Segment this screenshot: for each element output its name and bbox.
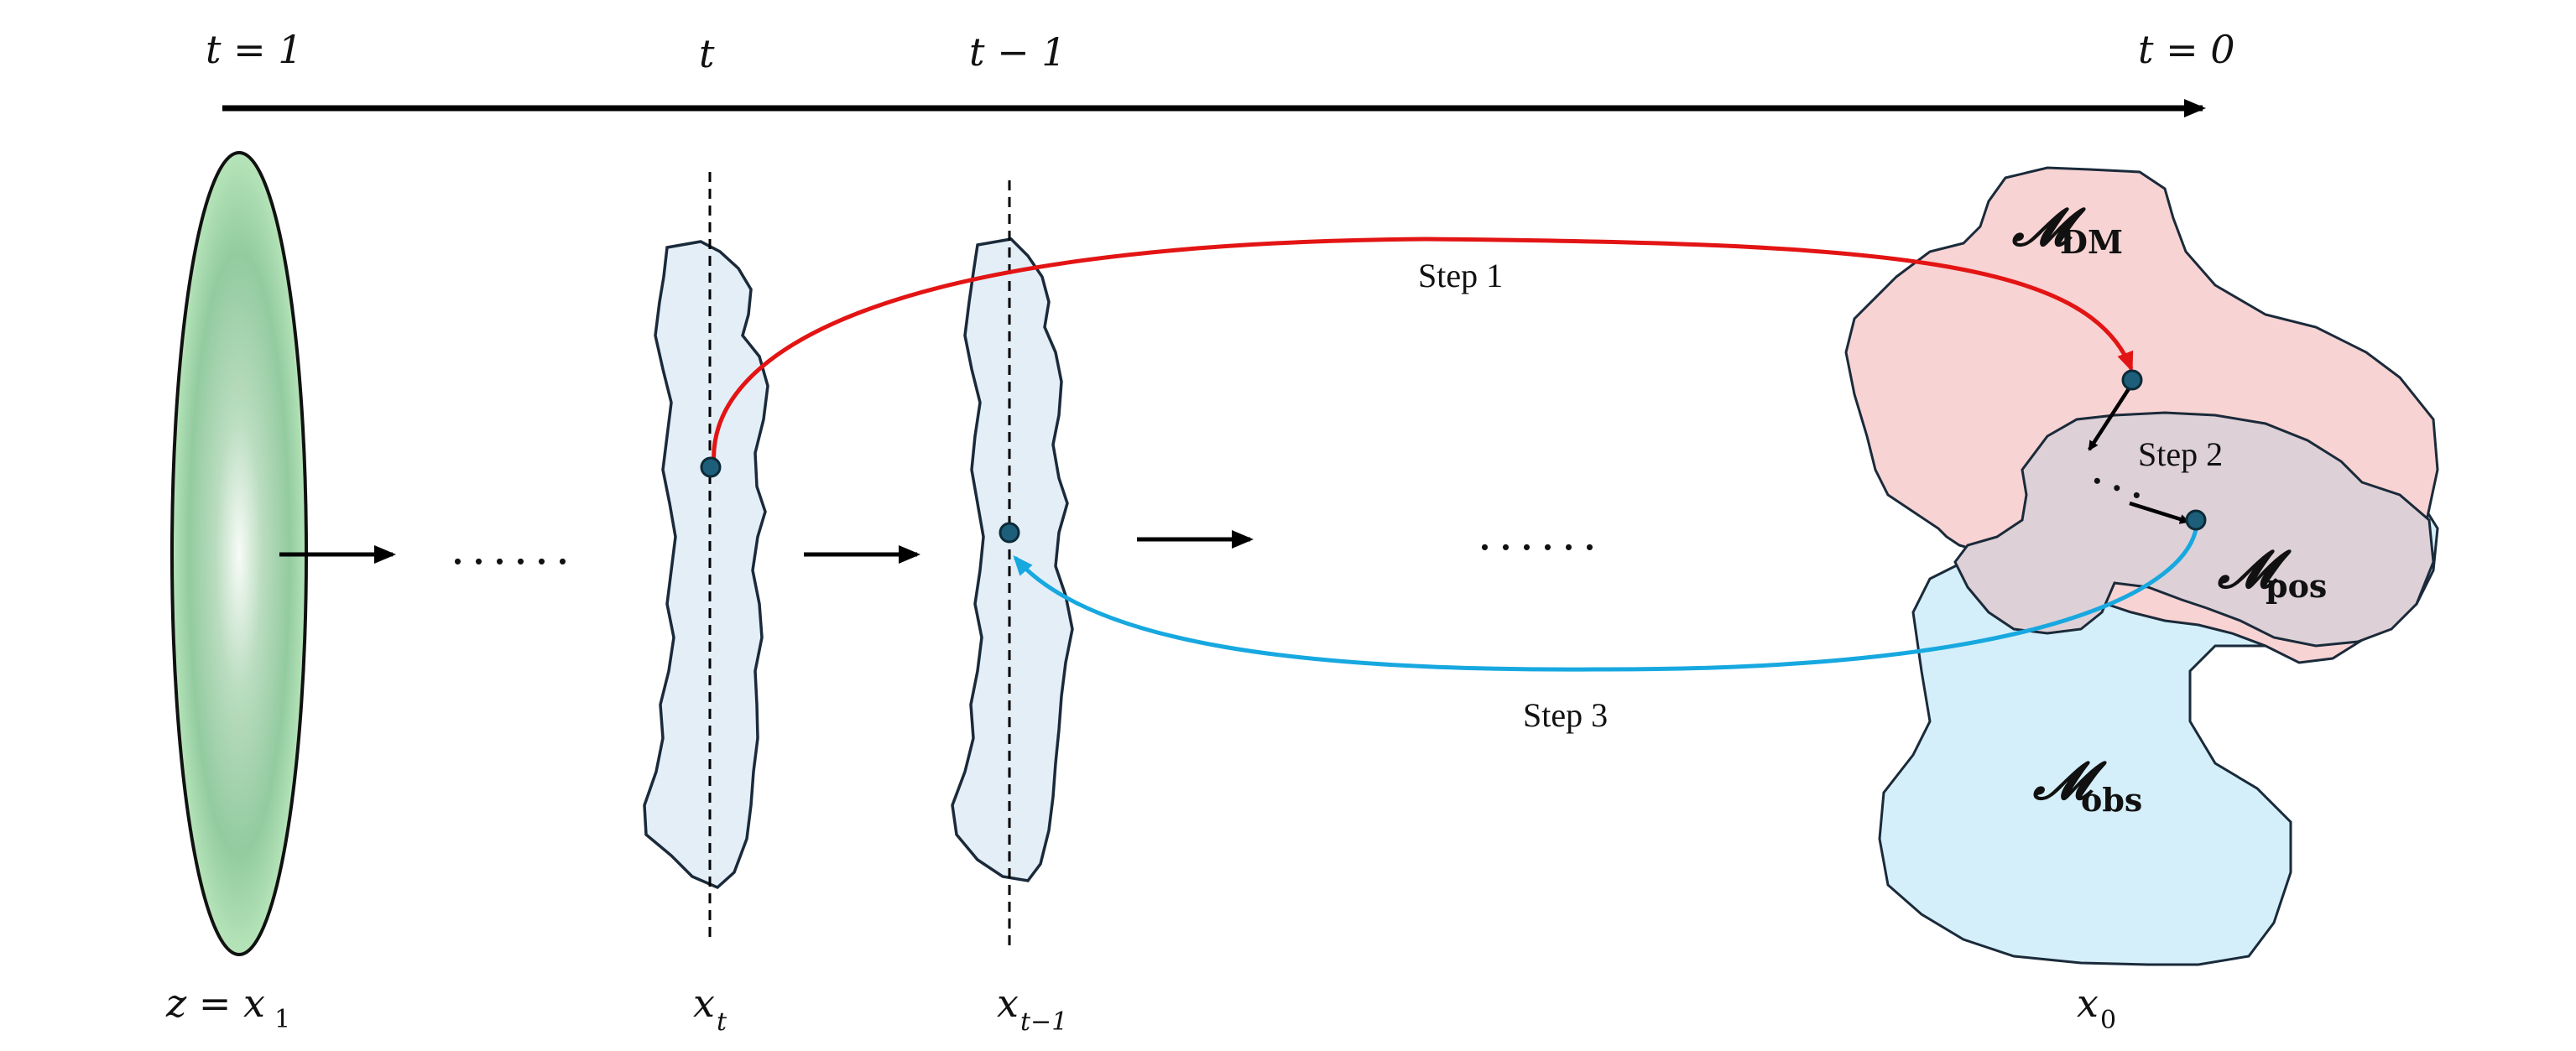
step2-arrow-down [2088, 386, 2131, 451]
step2-arrow-right [2129, 501, 2190, 524]
node-dm [2121, 369, 2143, 391]
timeline-label-tm1: t − 1 [969, 29, 1066, 75]
node-xtm1 [999, 522, 1020, 544]
svg-text:obs: obs [2081, 781, 2142, 819]
label-z-x1: z = x 1 [165, 981, 290, 1034]
timeline-label-t0: t = 0 [2138, 27, 2235, 72]
svg-text:z = x: z = x [165, 981, 265, 1026]
node-pos [2185, 509, 2207, 531]
label-x0: x 0 [2077, 981, 2116, 1035]
svg-text:1: 1 [274, 1005, 290, 1034]
svg-text:x: x [693, 981, 715, 1026]
step1-arrow [712, 237, 2134, 467]
slab-xt [643, 240, 769, 890]
svg-text:t: t [717, 1007, 727, 1037]
step3-arrow [1013, 523, 2199, 672]
step3-label: Step 3 [1523, 696, 1608, 734]
ellipsis-middle: ...... [1478, 505, 1604, 560]
svg-text:x: x [997, 981, 1019, 1026]
step1-label: Step 1 [1418, 257, 1503, 294]
timeline-label-t1: t = 1 [206, 27, 303, 72]
svg-text:DM: DM [2060, 223, 2123, 261]
ellipsis-left: ...... [451, 519, 577, 575]
timeline-label-t: t [699, 31, 715, 76]
svg-text:pos: pos [2266, 567, 2327, 605]
node-xt [700, 456, 722, 478]
label-xt: x t [693, 981, 727, 1037]
step2-label: Step 2 [2138, 435, 2223, 473]
slab-xtm1 [951, 237, 1074, 882]
label-xtm1: x t−1 [997, 981, 1067, 1037]
svg-text:0: 0 [2100, 1006, 2116, 1035]
svg-text:x: x [2077, 981, 2099, 1026]
svg-text:t−1: t−1 [1020, 1007, 1067, 1037]
